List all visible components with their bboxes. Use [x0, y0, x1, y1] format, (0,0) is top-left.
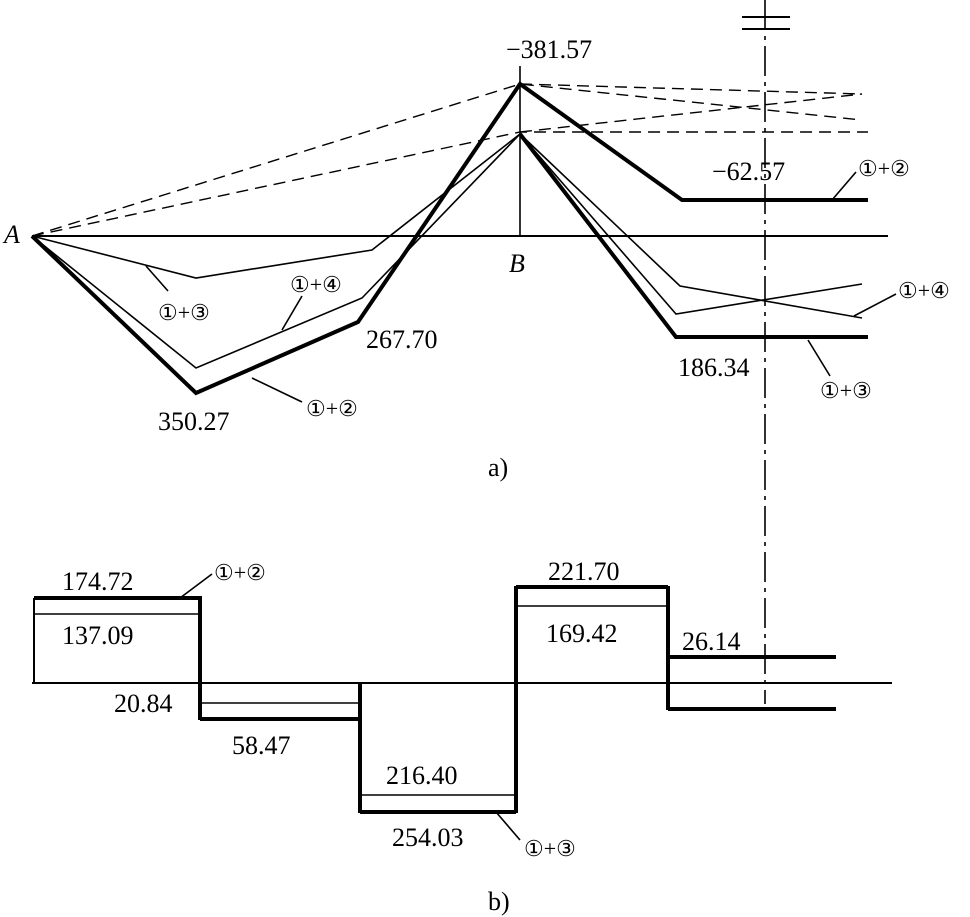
leader-combo-1-2-b — [179, 573, 213, 599]
value-seg4-top: 221.70 — [548, 557, 620, 586]
leader-combo-1-2-left — [251, 377, 303, 403]
curve-combo-1-3-left — [31, 133, 521, 279]
leader-combo-1-3-b — [495, 811, 521, 841]
value-seg3-bottom: 254.03 — [392, 823, 464, 852]
value-mid-left: 267.70 — [366, 325, 438, 354]
combo-label-1-3-right: ①+③ — [820, 378, 872, 403]
value-seg1-inner: 137.09 — [62, 621, 134, 650]
leader-combo-1-4-left — [281, 295, 303, 331]
value-seg2-bottom: 58.47 — [232, 731, 291, 760]
caption-a: a) — [488, 453, 508, 482]
leader-combo-1-3-left — [145, 265, 169, 292]
combo-label-1-2-right: ①+② — [858, 156, 910, 181]
curve-combo-1-4 — [31, 132, 863, 369]
value-left-min: 350.27 — [158, 407, 230, 436]
value-seg3-inner: 216.40 — [386, 761, 458, 790]
combo-label-1-3-b: ①+③ — [524, 836, 576, 861]
shear-envelope-diagram: 174.72 137.09 20.84 58.47 216.40 254.03 … — [32, 557, 892, 916]
combo-label-1-4-left: ①+④ — [290, 272, 342, 297]
combo-label-1-4-right: ①+④ — [898, 278, 950, 303]
combo-label-1-3-left: ①+③ — [158, 300, 210, 325]
caption-b: b) — [488, 887, 510, 916]
point-b-label: B — [509, 249, 525, 278]
curve-combo-1-4-right-branch — [519, 133, 863, 319]
value-seg4-inner: 169.42 — [546, 619, 618, 648]
curve-combo-1-2 — [30, 81, 868, 396]
leader-combo-1-2-right — [831, 171, 857, 201]
value-b-peak: −381.57 — [506, 35, 592, 64]
dashed-envelope-lower-right — [519, 93, 863, 133]
combo-label-1-2-b: ①+② — [214, 560, 266, 585]
value-right-neg: −62.57 — [712, 157, 785, 186]
value-seg2-top: 20.84 — [114, 689, 173, 718]
moment-envelope-diagram: A B −381.57 −62.57 350.27 267.70 186.34 … — [2, 0, 950, 704]
leader-combo-1-4-right — [853, 293, 897, 317]
value-seg1-top: 174.72 — [62, 567, 134, 596]
combo-label-1-2-left: ①+② — [306, 396, 358, 421]
value-seg5: 26.14 — [682, 627, 741, 656]
dashed-envelope-upper-right — [519, 83, 863, 95]
value-right-pos: 186.34 — [678, 353, 750, 382]
curve-combo-1-3-right — [518, 132, 868, 339]
leader-combo-1-3-right — [807, 339, 831, 377]
point-a-label: A — [2, 220, 20, 249]
